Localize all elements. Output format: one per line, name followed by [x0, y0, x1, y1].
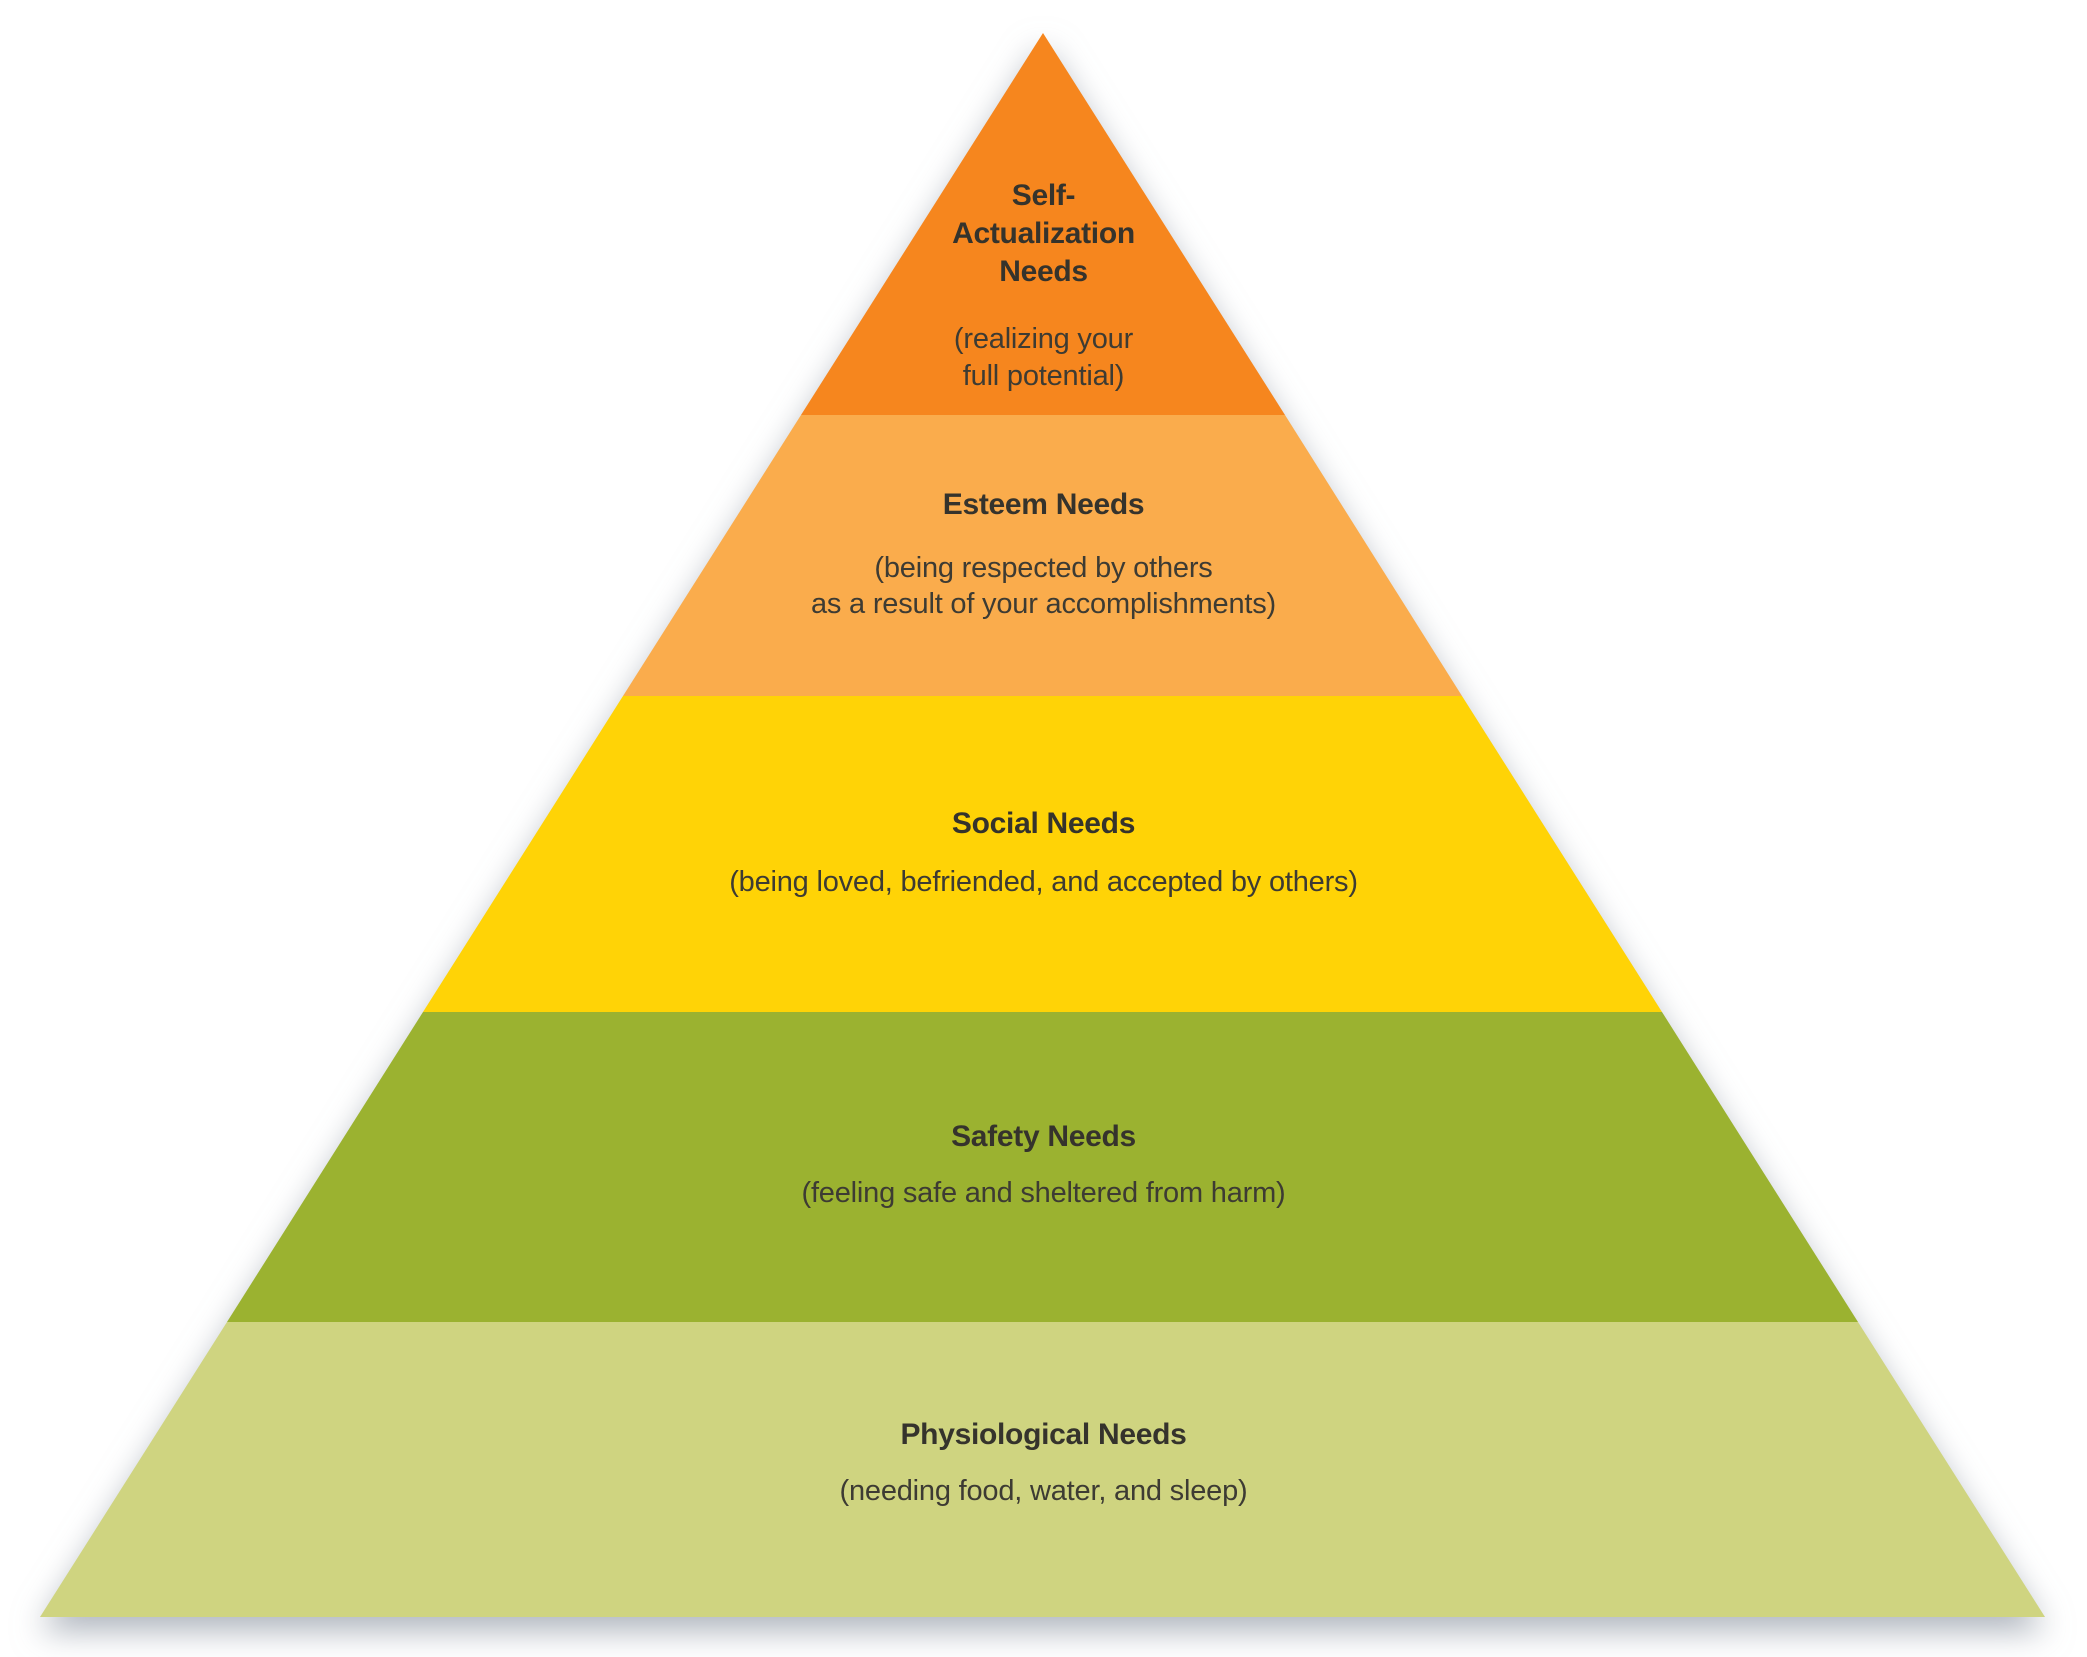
band-physiological [40, 1322, 2045, 1617]
esteem-description: (being respected by others as a result o… [810, 552, 1277, 620]
social-description: (being loved, befriended, and accepted b… [729, 866, 1358, 898]
esteem-title: Esteem Needs [942, 488, 1145, 521]
physiological-title: Physiological Needs [900, 1418, 1187, 1451]
safety-description: (feeling safe and sheltered from harm) [801, 1177, 1286, 1209]
self-actualization-description: (realizing your full potential) [953, 323, 1134, 392]
safety-title: Safety Needs [951, 1120, 1136, 1153]
pyramid-bands [40, 33, 2045, 1617]
physiological-description: (needing food, water, and sleep) [839, 1475, 1248, 1507]
band-self-actualization [801, 33, 1285, 415]
social-title: Social Needs [951, 807, 1136, 840]
band-esteem [623, 415, 1462, 696]
band-safety [227, 1012, 1858, 1322]
band-social [423, 696, 1662, 1012]
self-actualization-title: Self- Actualization Needs [952, 179, 1135, 288]
